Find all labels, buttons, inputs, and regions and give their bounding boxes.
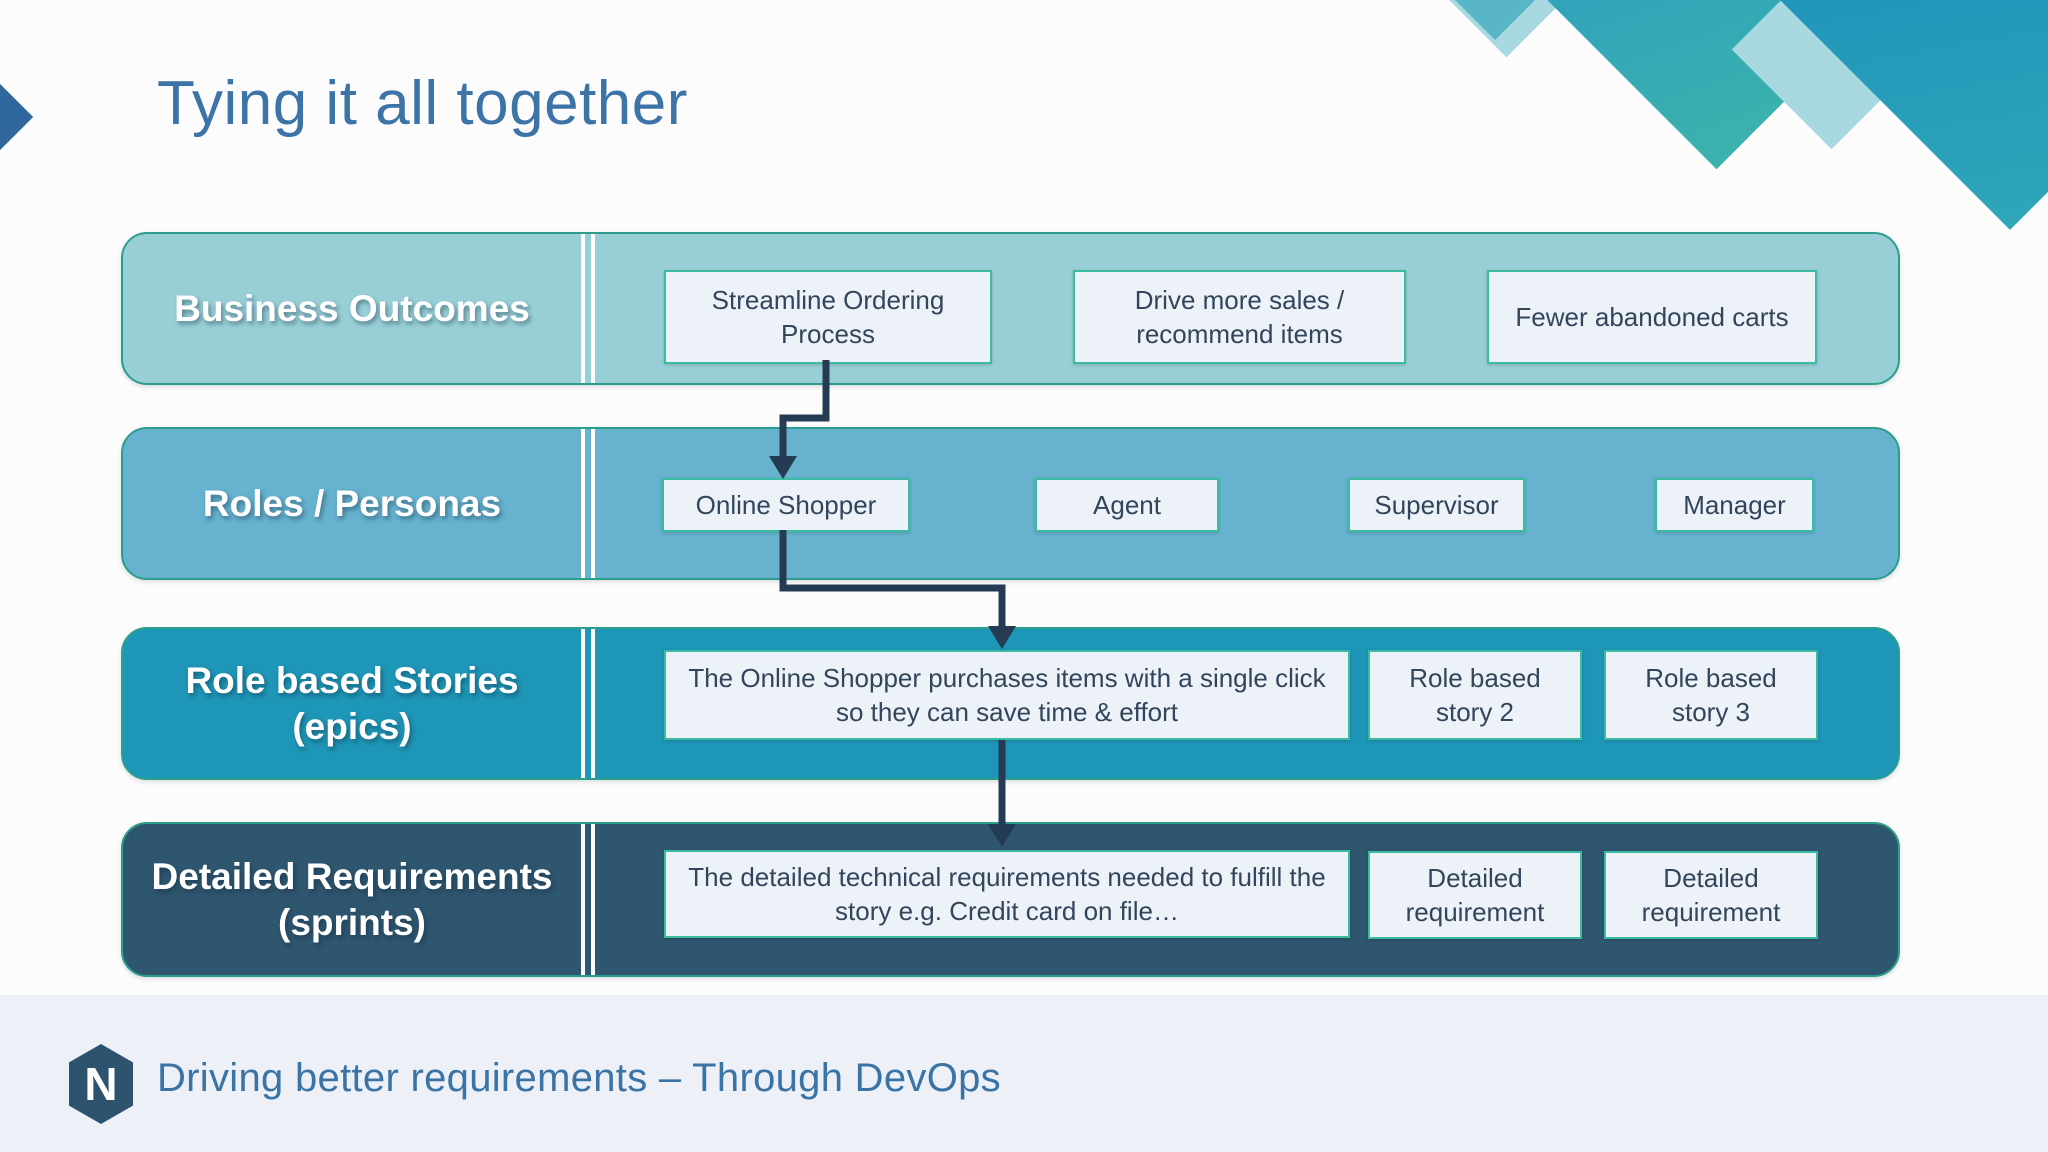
outcome-box-streamline: Streamline Ordering Process [664,270,992,364]
footer-band [0,995,2048,1152]
story-box-3: Role based story 3 [1604,650,1818,740]
lane-label: Business Outcomes [174,287,530,329]
lane-divider [591,234,595,383]
lane-divider [591,824,595,975]
logo-n-icon: N [69,1044,133,1124]
lane-roles-personas: Roles / Personas Online Shopper Agent Su… [121,427,1900,580]
lane-label-wrap: Role based Stories (epics) [123,629,581,778]
role-box-online-shopper: Online Shopper [662,478,910,532]
story-box-main: The Online Shopper purchases items with … [664,650,1350,740]
lane-divider [581,824,585,975]
lane-divider [591,429,595,578]
lane-business-outcomes: Business Outcomes Streamline Ordering Pr… [121,232,1900,385]
lane-divider [591,629,595,778]
requirement-box-3: Detailed requirement [1604,851,1818,939]
lane-sublabel: (sprints) [278,901,426,943]
footer-text: Driving better requirements – Through De… [157,1056,1001,1100]
page-title: Tying it all together [157,69,688,138]
role-box-supervisor: Supervisor [1348,478,1525,532]
requirement-box-2: Detailed requirement [1368,851,1582,939]
lane-role-based-stories: Role based Stories (epics) The Online Sh… [121,627,1900,780]
lane-label: Roles / Personas [202,482,502,524]
title-accent-icon [0,78,34,156]
lane-label: Role based Stories [185,660,519,702]
lane-label-wrap: Business Outcomes [123,234,581,383]
outcome-box-sales: Drive more sales / recommend items [1073,270,1406,364]
lane-label-wrap: Roles / Personas [123,429,581,578]
lane-label: Detailed Requirements [151,856,553,898]
story-box-2: Role based story 2 [1368,650,1582,740]
lane-label-wrap: Detailed Requirements (sprints) [123,824,581,975]
lane-divider [581,629,585,778]
lane-divider [581,429,585,578]
requirement-box-main: The detailed technical requirements need… [664,850,1350,938]
lane-divider [581,234,585,383]
role-box-manager: Manager [1655,478,1814,532]
role-box-agent: Agent [1035,478,1219,532]
outcome-box-carts: Fewer abandoned carts [1487,270,1817,364]
lane-sublabel: (epics) [292,705,412,747]
lane-detailed-requirements: Detailed Requirements (sprints) The deta… [121,822,1900,977]
